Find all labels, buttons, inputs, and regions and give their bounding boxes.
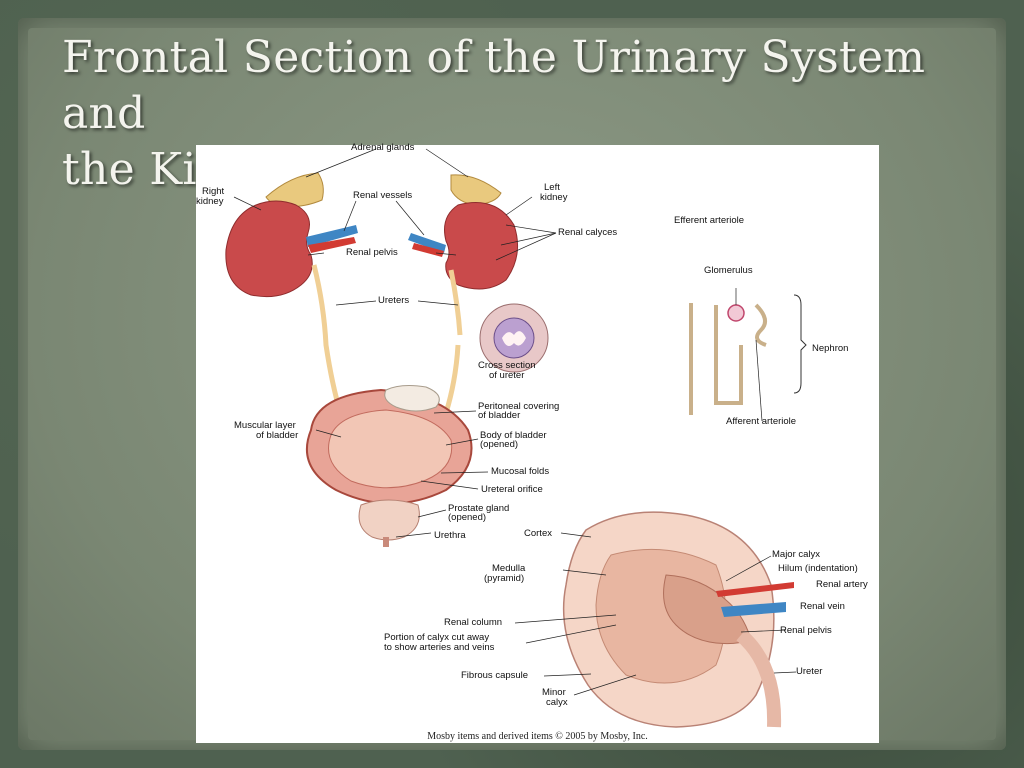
label-portion-calyx-1: Portion of calyx cut away [384, 632, 490, 643]
label-peritoneal-1: Peritoneal covering [478, 401, 560, 412]
ureter-lumen [502, 331, 526, 347]
label-body-bladder-1: Body of bladder [480, 430, 547, 441]
label-major-calyx: Major calyx [772, 549, 821, 560]
label-renal-pelvis-top: Renal pelvis [346, 247, 398, 258]
label-prostate-2: (opened) [448, 512, 487, 523]
label-body-bladder-2: (opened) [480, 439, 519, 450]
label-adrenal-glands: Adrenal glands [351, 142, 415, 153]
left-renal-vein [408, 233, 446, 253]
nephron-drawing [689, 303, 767, 415]
left-renal-artery [412, 243, 444, 257]
renal-vein-section [721, 602, 786, 617]
bladder-inner [328, 409, 453, 489]
label-renal-column: Renal column [444, 617, 503, 628]
label-minor-calyx-1: Minor [542, 687, 566, 698]
left-kidney-shape [444, 202, 519, 290]
right-kidney-shape [225, 200, 313, 298]
label-afferent-arteriole: Afferent arteriole [726, 416, 797, 427]
label-mucosal-folds: Mucosal folds [491, 466, 550, 477]
label-cross-section-1: Cross section [478, 360, 536, 371]
label-cortex: Cortex [524, 528, 552, 539]
label-nephron: Nephron [812, 343, 849, 354]
label-glomerulus: Glomerulus [704, 265, 753, 276]
prostate-gland [358, 499, 420, 541]
label-fibrous-capsule: Fibrous capsule [461, 670, 529, 681]
label-efferent-arteriole: Efferent arteriole [674, 215, 745, 226]
left-ureter [448, 269, 463, 336]
label-right-kidney-1: Right [202, 186, 225, 197]
label-portion-calyx-2: to show arteries and veins [384, 642, 495, 653]
leader-lines [233, 148, 797, 696]
label-renal-artery: Renal artery [816, 579, 868, 590]
label-muscular-1: Muscular layer [234, 420, 296, 431]
label-minor-calyx-2: calyx [546, 697, 568, 708]
label-left-kidney-1: Left [544, 182, 560, 193]
right-ureter [311, 264, 344, 416]
nephron-bracket [793, 294, 807, 394]
label-urethra: Urethra [434, 530, 466, 541]
label-left-kidney-2: kidney [540, 192, 568, 203]
anatomy-illustration [225, 148, 807, 728]
glomerulus-drawing [727, 304, 745, 322]
label-medulla-2: (pyramid) [484, 573, 525, 584]
left-ureter-lower [443, 344, 461, 414]
label-medulla-1: Medulla [492, 563, 526, 574]
figure-credit: Mosby items and derived items © 2005 by … [427, 731, 648, 742]
right-renal-vein [306, 225, 358, 247]
label-muscular-2: of bladder [256, 430, 299, 441]
label-renal-vein: Renal vein [800, 601, 845, 612]
left-adrenal-gland [450, 174, 502, 206]
label-ureter-bottom: Ureter [796, 666, 823, 677]
label-ureters: Ureters [378, 295, 410, 306]
kidney-section-ureter [736, 629, 782, 728]
title-line-1: Frontal Section of the Urinary System an… [62, 32, 926, 139]
right-renal-artery [308, 237, 356, 253]
label-renal-pelvis-bottom: Renal pelvis [780, 625, 832, 636]
label-prostate-1: Prostate gland [448, 503, 510, 514]
peritoneal-covering [384, 385, 440, 412]
label-right-kidney-2: kidney [196, 196, 224, 207]
label-renal-vessels: Renal vessels [353, 190, 413, 201]
label-ureteral-orifice: Ureteral orifice [481, 484, 543, 495]
label-cross-section-2: of ureter [489, 370, 525, 381]
label-renal-calyces: Renal calyces [558, 227, 618, 238]
label-hilum: Hilum (indentation) [778, 563, 858, 574]
renal-artery-section [716, 582, 794, 597]
label-peritoneal-2: of bladder [478, 410, 521, 421]
urinary-system-figure: Adrenal glands Right kidney Left kidney … [196, 142, 879, 743]
